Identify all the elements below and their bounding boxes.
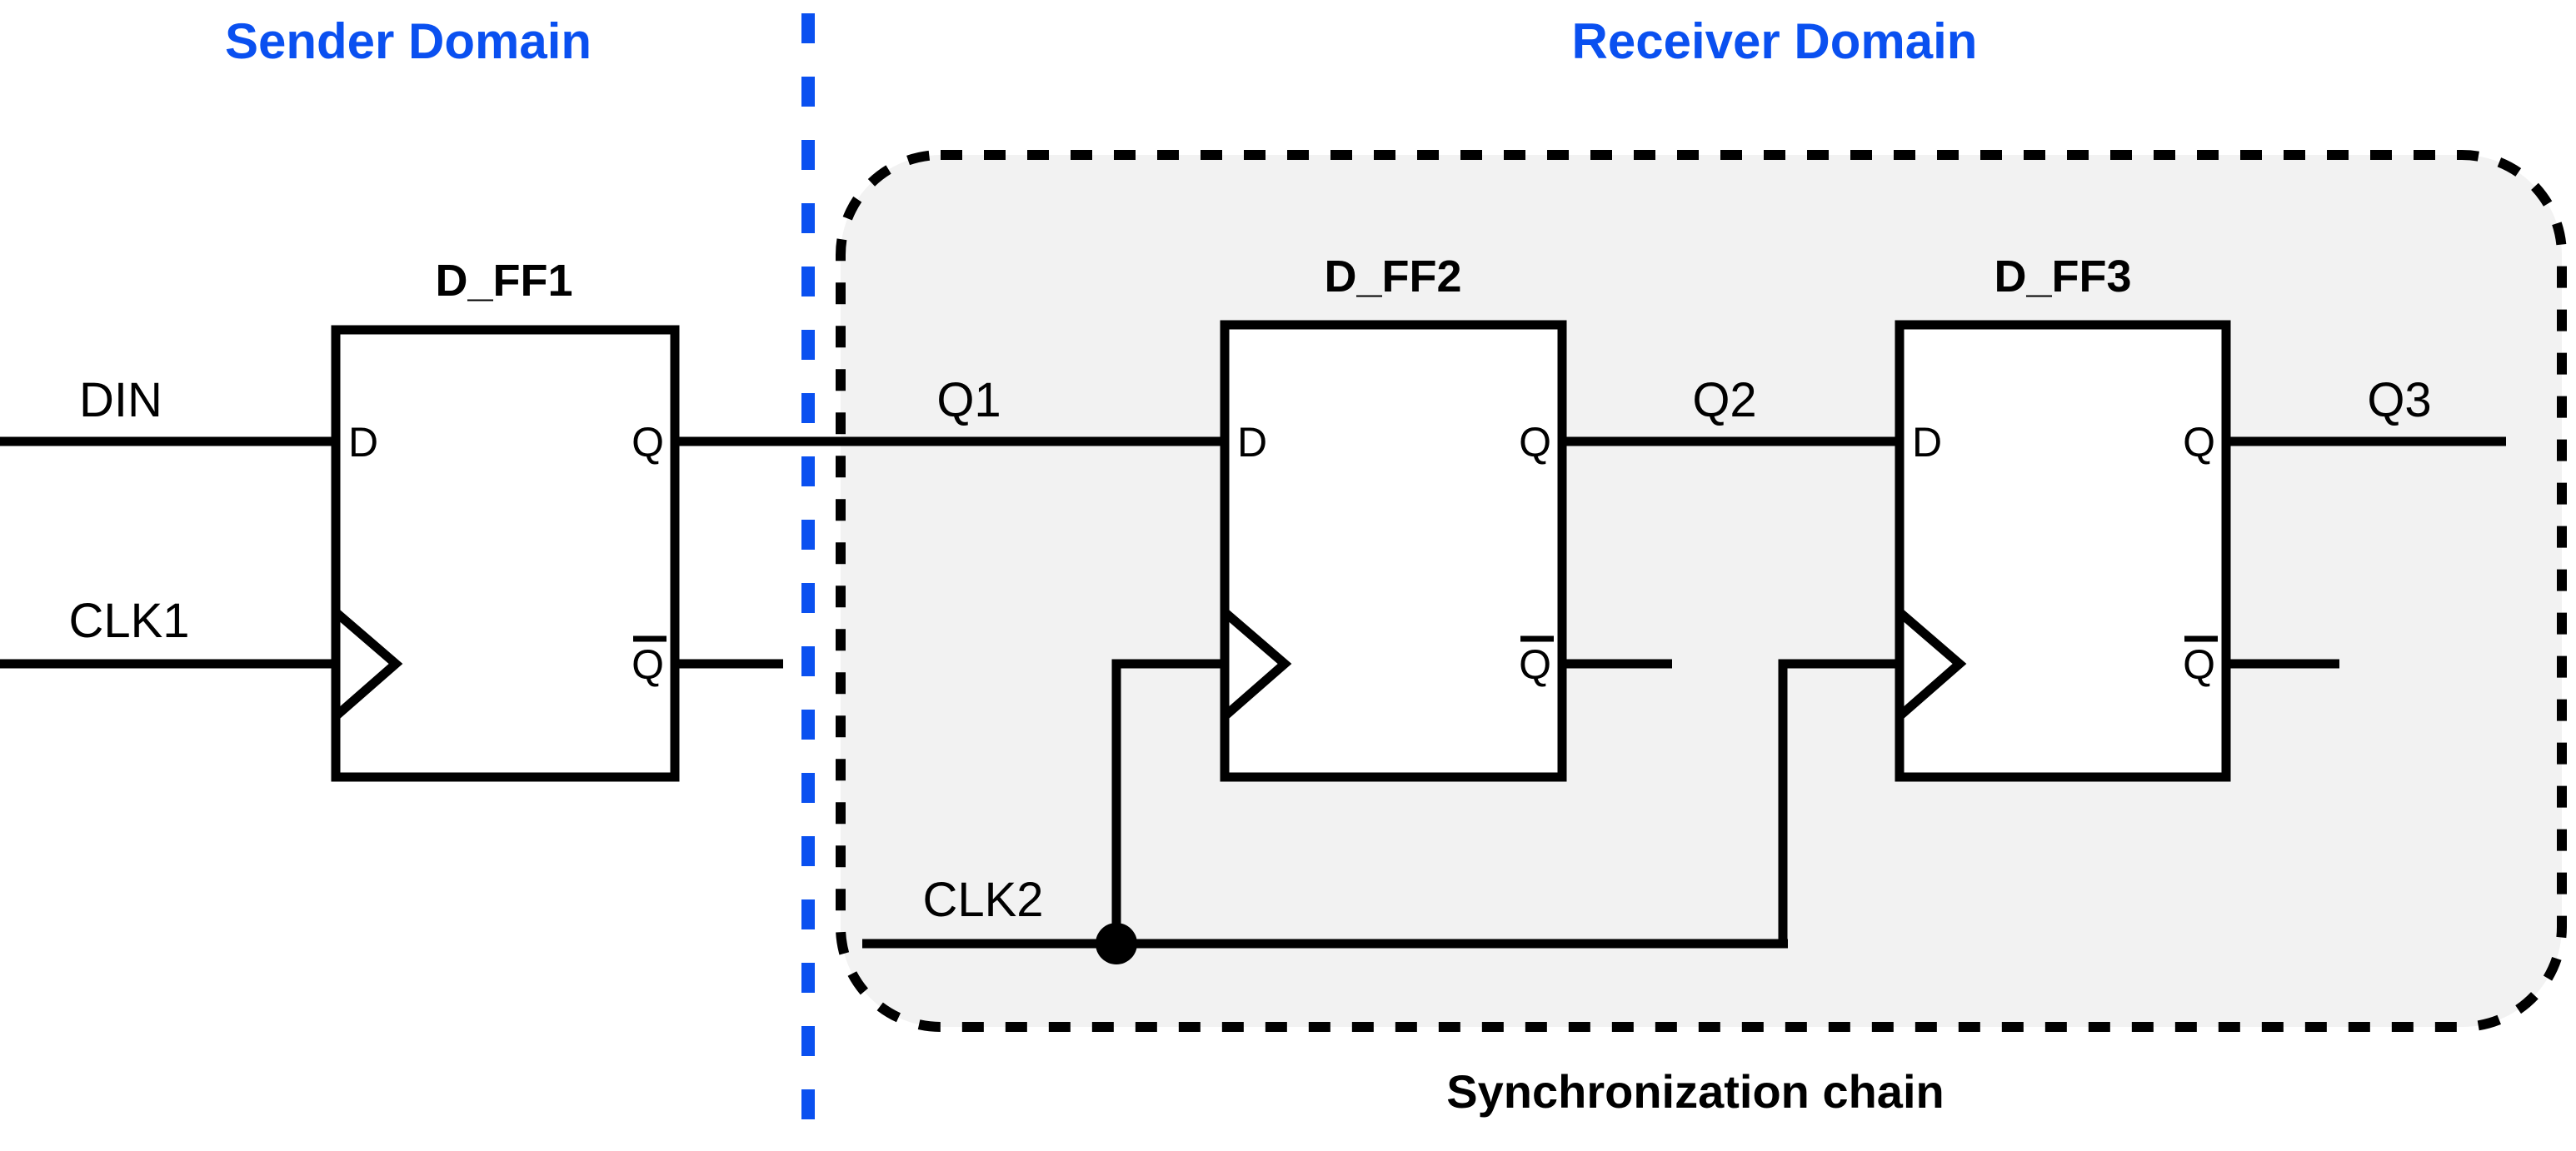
signal-label-din: DIN (79, 373, 162, 427)
signal-label-q3: Q3 (2367, 373, 2431, 427)
synchronization-chain-caption: Synchronization chain (1446, 1065, 1944, 1118)
receiver-domain-region-border (836, 150, 2567, 1032)
signal-label-q1: Q1 (936, 373, 1001, 427)
sender-domain-label: Sender Domain (225, 13, 592, 69)
receiver-domain-label: Receiver Domain (1572, 13, 1978, 69)
flipflop-3-name: D_FF3 (1994, 252, 2131, 301)
flipflop-3-clock-triangle (1896, 608, 1967, 720)
flipflop-1-port-q: Q (632, 419, 664, 466)
flipflop-3-port-qbar: Q (2183, 641, 2215, 688)
wire-clk2-to-ff3 (1778, 659, 1900, 944)
flipflop-1-name: D_FF1 (435, 256, 572, 306)
flipflop-2-port-d: D (1237, 419, 1267, 466)
receiver-domain-region-fill (841, 155, 2562, 1027)
flipflop-3-port-q: Q (2183, 419, 2215, 466)
flipflop-2-clock-triangle (1221, 608, 1292, 720)
flipflop-3-port-d: D (1912, 419, 1942, 466)
flipflop-2-port-qbar: Q (1519, 641, 1551, 688)
flipflop-3-body (1895, 320, 2231, 782)
signal-label-clk1: CLK1 (68, 594, 189, 648)
flipflop-2-body (1220, 320, 1567, 782)
flipflop-1-body (331, 325, 680, 782)
flipflop-2-name: D_FF2 (1324, 252, 1461, 301)
flipflop-1-port-qbar: Q (632, 641, 664, 688)
flipflop-2-port-q: Q (1519, 419, 1551, 466)
flipflop-1-clock-triangle (332, 608, 403, 720)
signal-label-clk2: CLK2 (922, 873, 1043, 927)
wire-clk2-to-ff2 (1111, 659, 1225, 944)
flipflop-1-port-d: D (348, 419, 378, 466)
clk2-junction-dot (1096, 923, 1137, 964)
signal-label-q2: Q2 (1692, 373, 1756, 427)
